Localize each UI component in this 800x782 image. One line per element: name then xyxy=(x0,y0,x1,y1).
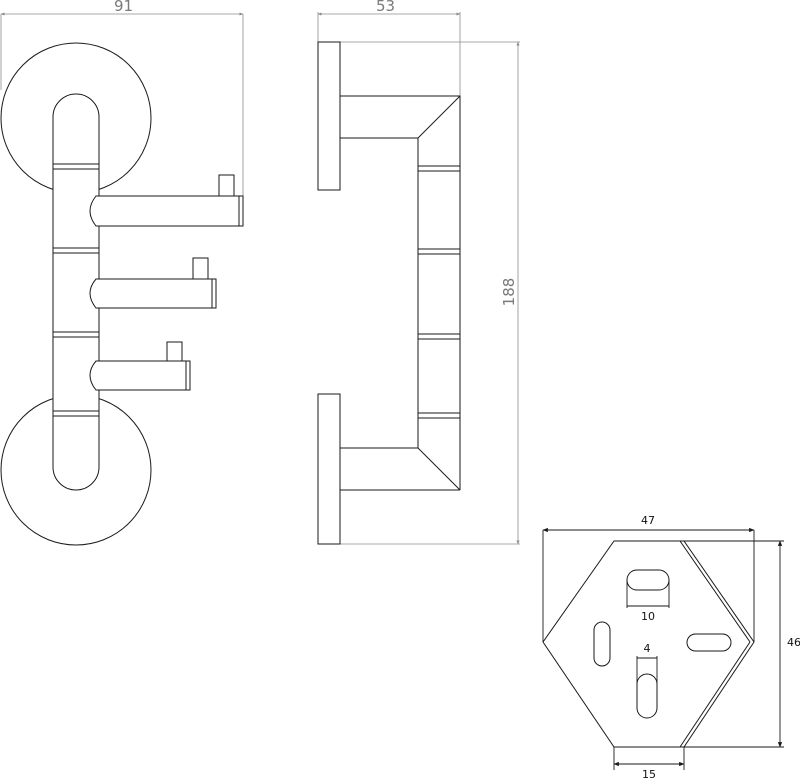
arm-bottom xyxy=(89,341,191,391)
slot-vertical-bottom: 4 xyxy=(636,642,658,719)
dim-label-15: 15 xyxy=(642,768,656,781)
dimension-overall-height: 188 xyxy=(340,41,520,545)
slot-vertical-left xyxy=(593,621,611,667)
side-top-plate xyxy=(317,41,341,191)
plate-edge-chamfer xyxy=(679,540,751,643)
mounting-plate-view: 47 46 10 4 xyxy=(542,514,800,781)
front-view: 91 xyxy=(0,0,244,546)
dimension-bottom-15: 15 xyxy=(613,747,685,781)
dimension-plate-width: 47 xyxy=(542,514,755,642)
slot-horizontal-right xyxy=(686,633,732,652)
dimension-side-depth: 53 xyxy=(317,0,461,96)
side-bottom-plate xyxy=(317,393,341,545)
arm-middle xyxy=(89,257,217,309)
side-bottom-standoff xyxy=(340,447,461,491)
dimension-front-width: 91 xyxy=(0,0,244,196)
bar-joints xyxy=(53,163,99,417)
dim-label-46: 46 xyxy=(787,636,800,649)
dim-label-188: 188 xyxy=(500,278,518,307)
dim-label-4: 4 xyxy=(644,642,651,655)
arm-top xyxy=(89,174,244,227)
dimension-plate-height: 46 xyxy=(684,540,800,748)
slot-horizontal-top: 10 xyxy=(626,569,670,623)
dim-label-91: 91 xyxy=(114,0,133,15)
side-bar-joints xyxy=(418,165,460,419)
dim-label-10: 10 xyxy=(641,610,655,623)
dim-label-47: 47 xyxy=(641,514,655,527)
dim-label-53: 53 xyxy=(376,0,395,15)
side-top-standoff xyxy=(340,95,461,490)
side-view: 53 188 xyxy=(317,0,520,545)
